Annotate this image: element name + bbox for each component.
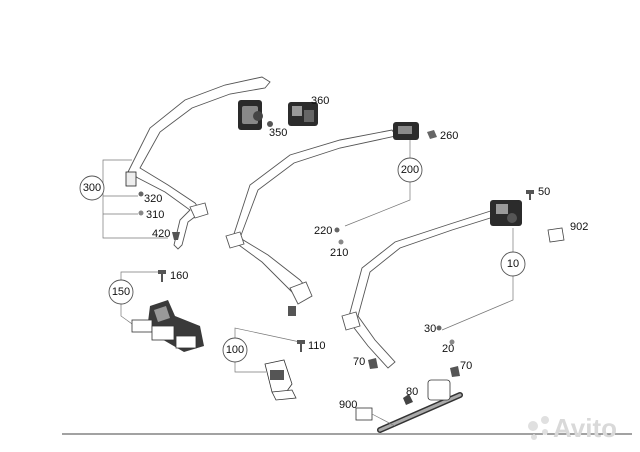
bolt-icon <box>526 190 534 200</box>
part-20-label: 20 <box>442 343 454 355</box>
group-300-label: 300 <box>83 182 101 194</box>
seat-belt-assembly-200 <box>225 122 419 316</box>
part-80-label: 80 <box>406 386 418 398</box>
part-220-label: 220 <box>314 225 332 237</box>
washer-icon <box>338 239 344 245</box>
group-100-label: 100 <box>226 344 244 356</box>
bolt-icon <box>450 366 460 377</box>
part-902-label: 902 <box>570 221 588 233</box>
part-160-label: 160 <box>170 270 188 282</box>
part-320-label: 320 <box>144 193 162 205</box>
washer-icon <box>436 325 442 331</box>
bracket-icon <box>547 227 565 243</box>
bolt-icon <box>297 340 305 352</box>
part-50-label: 50 <box>538 186 550 198</box>
group-10-label: 10 <box>507 258 519 270</box>
group-300-marker <box>79 175 105 201</box>
avito-watermark: Avito <box>528 413 617 443</box>
group-150-label: 150 <box>112 286 130 298</box>
part-310-label: 310 <box>146 209 164 221</box>
screw-icon <box>403 394 413 405</box>
part-900-label: 900 <box>339 399 357 411</box>
clip-icon <box>427 130 437 139</box>
part-30-label: 30 <box>424 323 436 335</box>
watermark-text: Avito <box>553 413 617 443</box>
part-420-label: 420 <box>152 228 170 240</box>
seat-belt-assembly-10 <box>341 200 522 369</box>
part-110-label: 110 <box>308 340 326 352</box>
part-70-label-left: 70 <box>353 356 365 368</box>
part-350-label: 350 <box>269 127 287 139</box>
part-70-label-right: 70 <box>460 360 472 372</box>
group-150-marker <box>108 279 134 305</box>
seat-belt-assembly-300 <box>125 76 271 250</box>
pretensioner-900 <box>355 379 463 433</box>
group-100-marker <box>222 337 248 363</box>
part-360-label: 360 <box>311 95 329 107</box>
bolt-icon <box>158 270 166 282</box>
washer-icon <box>138 191 144 197</box>
belt-mechanism-360 <box>288 102 318 126</box>
bolt-icon <box>172 232 180 240</box>
belt-retractor-350 <box>238 100 263 130</box>
nut-icon <box>267 121 273 127</box>
washer-icon <box>334 227 340 233</box>
bolt-icon <box>368 358 378 369</box>
group-200-marker <box>397 157 423 183</box>
part-210-label: 210 <box>330 247 348 259</box>
seat-belt-buckle-100 <box>264 359 297 401</box>
part-260-label: 260 <box>440 130 458 142</box>
washer-icon <box>138 210 144 216</box>
washer-icon <box>449 339 455 345</box>
group-10-marker <box>500 251 526 277</box>
seat-belt-buckle-150 <box>131 300 204 352</box>
group-200-label: 200 <box>401 164 419 176</box>
